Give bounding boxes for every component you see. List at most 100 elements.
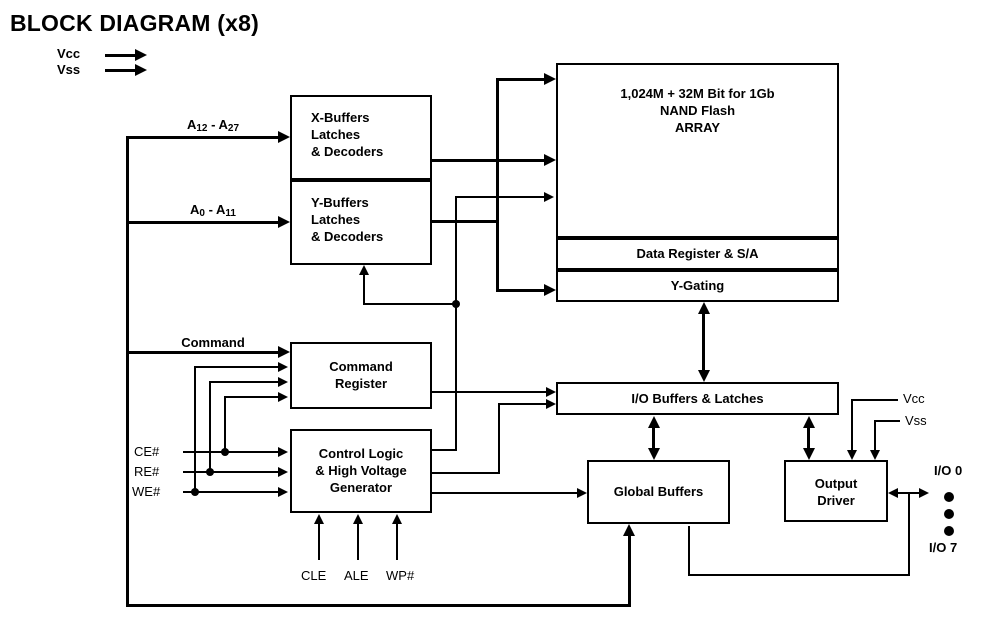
- re-branch-hline: [209, 381, 278, 383]
- ale-line: [357, 522, 359, 560]
- io-output-up-arrow-icon: [803, 416, 815, 428]
- command-to-io-line: [432, 391, 546, 393]
- control-to-io-line: [498, 403, 546, 405]
- io-bidir-right-arrow-icon: [919, 488, 929, 498]
- vcc-top-arrow-icon: [135, 49, 147, 61]
- we-branch-vline: [194, 366, 196, 493]
- io-global-vline: [652, 426, 655, 450]
- array-line2: NAND Flash: [659, 103, 736, 118]
- page-title: BLOCK DIAGRAM (x8): [10, 10, 259, 36]
- x-buffers-to-array-arrow-icon: [544, 154, 556, 166]
- control-out1-vline: [455, 196, 457, 451]
- x-buffers-to-array-line: [432, 159, 544, 162]
- output-driver-line1: Output: [814, 476, 858, 491]
- addr-high-sub1: 12: [196, 123, 208, 134]
- left-bus-line: [126, 137, 129, 607]
- addr-low-label: A0 - A11: [128, 202, 298, 219]
- control-out2-hline: [432, 472, 500, 474]
- addr-low-arrow-icon: [278, 216, 290, 228]
- io-buffers-label: I/O Buffers & Latches: [631, 391, 764, 406]
- y-gating-in-arrow-icon: [544, 284, 556, 296]
- addr-high-label: A12 - A27: [128, 117, 298, 134]
- io-pin-dot-1: [944, 492, 954, 502]
- vss-right-vline: [874, 420, 876, 452]
- io-return-hline: [688, 574, 910, 576]
- command-bus-label: Command: [181, 335, 245, 350]
- vcc-top-line: [105, 54, 137, 57]
- io-pin-dot-3: [944, 526, 954, 536]
- addr-high-arrow-icon: [278, 131, 290, 143]
- ale-arrow-icon: [353, 514, 363, 524]
- addr-low-base1: A: [190, 202, 200, 217]
- we-arrow-icon: [278, 487, 288, 497]
- control-logic-line1: Control Logic: [318, 446, 404, 461]
- vss-right-arrow-icon: [870, 450, 880, 460]
- x-buffers-line3: & Decoders: [311, 144, 384, 159]
- block-nand-array: 1,024M + 32M Bit for 1Gb NAND Flash ARRA…: [556, 63, 839, 238]
- control-logic-line3: Generator: [329, 480, 393, 495]
- io-output-down-arrow-icon: [803, 448, 815, 460]
- block-control-logic: Control Logic & High Voltage Generator: [290, 429, 432, 513]
- control-to-ybuffers-hline: [363, 303, 456, 305]
- control-to-global-line: [432, 492, 579, 494]
- ce-line: [183, 451, 278, 453]
- block-data-register: Data Register & S/A: [556, 238, 839, 270]
- array-top-in-arrow-icon: [544, 73, 556, 85]
- vss-top-label: Vss: [57, 62, 81, 77]
- vcc-right-label: Vcc: [903, 391, 925, 406]
- re-arrow-icon: [278, 467, 288, 477]
- command-line: [126, 351, 278, 354]
- bottom-bus-line: [126, 604, 631, 607]
- vss-top-line: [105, 69, 137, 72]
- addr-high-line: [126, 136, 278, 139]
- vcc-right-hline: [851, 399, 898, 401]
- data-register-label: Data Register & S/A: [636, 246, 759, 261]
- addr-low-base2: A: [216, 202, 226, 217]
- x-buffers-line1: X-Buffers: [311, 110, 370, 125]
- control-branch-dot: [452, 300, 460, 308]
- x-buffers-line2: Latches: [311, 127, 361, 142]
- ce-branch-vline: [224, 396, 226, 453]
- ygating-io-down-arrow-icon: [698, 370, 710, 382]
- y-buffers-line1: Y-Buffers: [311, 195, 369, 210]
- y-buffers-line2: Latches: [311, 212, 361, 227]
- io-last-label: I/O 7: [929, 540, 958, 555]
- re-branch-arrow-icon: [278, 377, 288, 387]
- vss-right-hline: [874, 420, 900, 422]
- block-y-gating: Y-Gating: [556, 270, 839, 302]
- block-output-driver: Output Driver: [784, 460, 888, 522]
- vss-top-arrow-icon: [135, 64, 147, 76]
- addr-low-sub1: 0: [199, 208, 205, 219]
- control-to-ybuffers-vline: [363, 275, 365, 305]
- global-return-vline: [688, 526, 690, 576]
- cle-line: [318, 522, 320, 560]
- io-pin-dot-2: [944, 509, 954, 519]
- command-to-io-arrow-icon: [546, 387, 556, 397]
- control-out1-hline: [432, 449, 457, 451]
- wp-label: WP#: [386, 568, 415, 583]
- addr-high-base2: A: [218, 117, 228, 132]
- ygating-io-vline: [702, 312, 705, 372]
- control-to-io-arrow-icon: [546, 399, 556, 409]
- io-return-vline: [908, 493, 910, 575]
- we-line: [183, 491, 278, 493]
- output-driver-line2: Driver: [817, 493, 855, 508]
- control-to-ybuffers-arrow-icon: [359, 265, 369, 275]
- ygating-io-up-arrow-icon: [698, 302, 710, 314]
- y-buffers-line3: & Decoders: [311, 229, 384, 244]
- io-global-down-arrow-icon: [648, 448, 660, 460]
- ce-branch-hline: [224, 396, 278, 398]
- block-global-buffers: Global Buffers: [587, 460, 730, 524]
- addr-high-sub2: 27: [227, 123, 240, 134]
- addr-low-line: [126, 221, 278, 224]
- ce-label: CE#: [134, 444, 160, 459]
- y-gating-in-line: [496, 289, 544, 292]
- array-top-in-line: [496, 78, 544, 81]
- addr-low-sep: -: [204, 202, 217, 217]
- vcc-right-arrow-icon: [847, 450, 857, 460]
- io-first-label: I/O 0: [934, 463, 963, 478]
- block-x-buffers: X-Buffers Latches & Decoders: [290, 95, 432, 180]
- vcc-top-label: Vcc: [57, 46, 81, 61]
- re-label: RE#: [134, 464, 160, 479]
